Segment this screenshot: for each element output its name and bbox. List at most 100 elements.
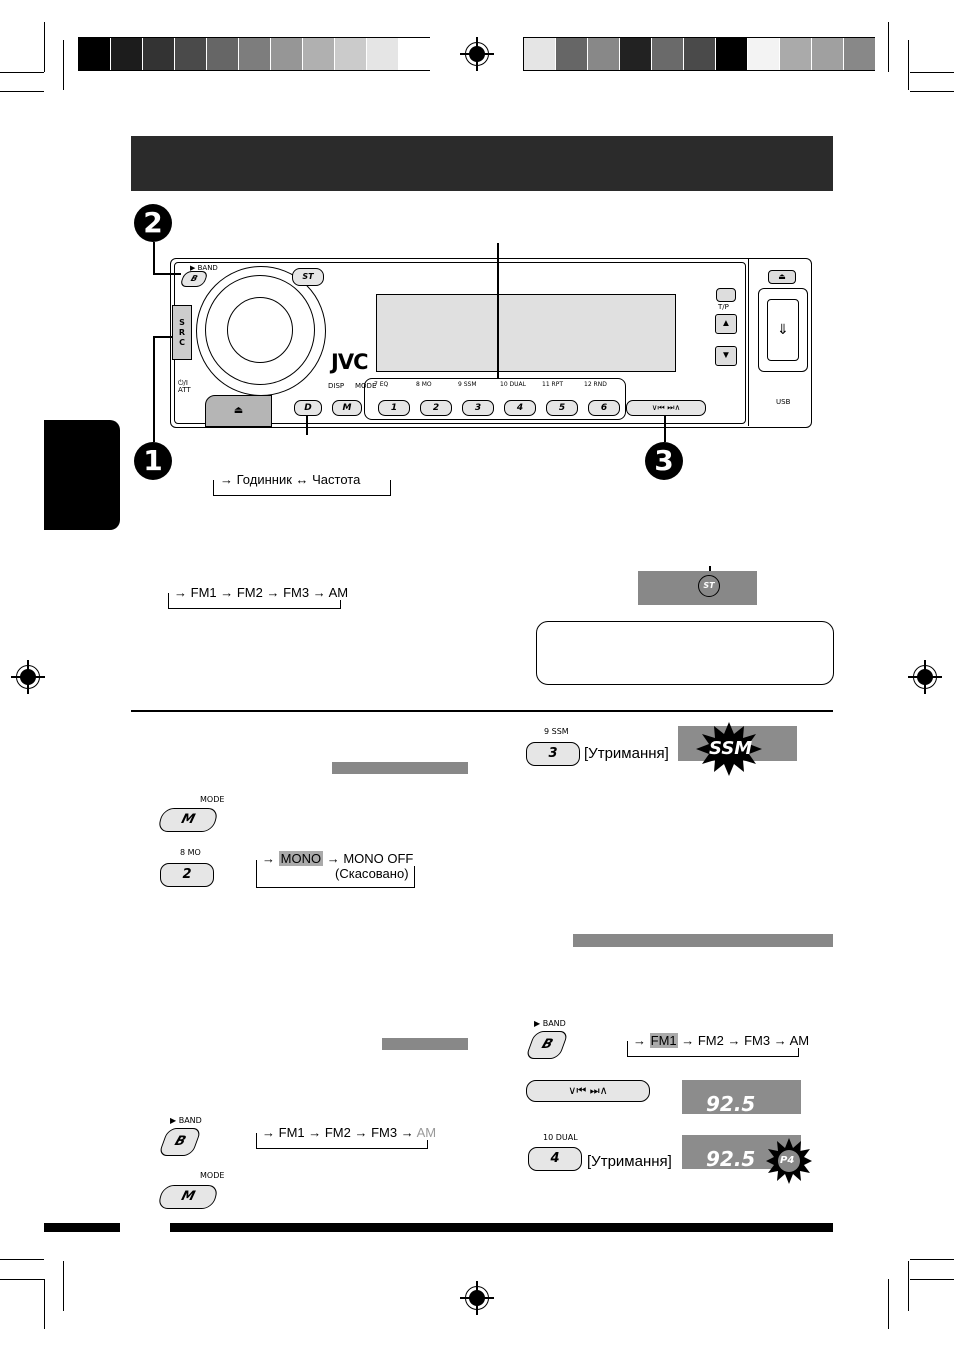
band-button[interactable]: B [157, 1128, 203, 1156]
callout-line [664, 415, 666, 442]
clock-cycle-frame [213, 480, 391, 496]
swatch [303, 38, 334, 70]
preset-label: 11 RPT [542, 381, 563, 388]
detach-button[interactable]: ⏏ [205, 395, 272, 427]
tp-label: T/P [718, 303, 729, 311]
swatch [271, 38, 302, 70]
clock-cycle: → Годинник ↔ Частота [218, 472, 363, 487]
band-button[interactable]: B [524, 1031, 570, 1059]
callout-line [153, 336, 155, 442]
usb-label: USB [776, 398, 791, 406]
crop-mark [0, 1279, 44, 1280]
preset-button-4[interactable]: 4 [504, 400, 536, 416]
preset-group [364, 378, 626, 420]
preset-burst-icon [766, 1138, 812, 1184]
swatch [335, 38, 366, 70]
st-display [638, 571, 757, 605]
volume-knob[interactable] [196, 266, 326, 396]
panel-divider [748, 258, 749, 426]
registration-mark [460, 37, 494, 71]
att-label: ⏻/I ATT [178, 379, 191, 394]
down-button[interactable]: ▼ [715, 346, 737, 366]
src-button[interactable]: S R C [172, 305, 192, 360]
eject-button[interactable]: ⏏ [768, 270, 796, 284]
swatch [844, 38, 875, 70]
hold-label: [Утримання] [584, 745, 669, 762]
band-cycle-frame [256, 1133, 428, 1149]
swatch [524, 38, 555, 70]
preset-label: 7 EQ [374, 381, 389, 388]
callout-line [153, 273, 181, 275]
note-box [536, 621, 834, 685]
preset-button-6[interactable]: 6 [588, 400, 620, 416]
crop-mark [910, 1259, 954, 1260]
usb-port[interactable]: ⇓ [758, 288, 808, 372]
crop-mark [63, 1261, 64, 1311]
swatch [79, 38, 110, 70]
swatch [111, 38, 142, 70]
preset-label: 9 SSM [458, 381, 477, 388]
preset-4-button[interactable]: 4 [528, 1147, 582, 1171]
swatch [780, 38, 811, 70]
step-3-icon: 3 [645, 442, 683, 480]
callout-line [497, 243, 499, 378]
preset-2-button[interactable]: 2 [160, 863, 214, 887]
band-label: ▶ BAND [190, 264, 218, 272]
preset-button-3[interactable]: 3 [462, 400, 494, 416]
preset-button-1[interactable]: 1 [378, 400, 410, 416]
crop-mark [44, 22, 45, 72]
footer-bar-left [44, 1223, 120, 1232]
lcd-display [376, 294, 676, 372]
heading-bar [573, 934, 833, 947]
mode-label: MODE [200, 795, 225, 804]
swatch [175, 38, 206, 70]
seek-button[interactable]: ∨⏮ ⏭∧ [626, 400, 706, 416]
seek-button[interactable]: ∨⏮ ⏭∧ [526, 1080, 650, 1102]
preset-button-5[interactable]: 5 [546, 400, 578, 416]
mode-button[interactable]: M [156, 1185, 220, 1209]
swatch [684, 38, 715, 70]
band-cycle: → FM1 → FM2 → FM3 → AM [631, 1033, 812, 1048]
swatch [399, 38, 430, 70]
crop-mark [908, 40, 909, 90]
m-button[interactable]: M [332, 400, 362, 416]
band-cycle: → FM1 → FM2 → FM3 → AM [172, 585, 351, 600]
step-2-icon: 2 [134, 204, 172, 242]
swatch [716, 38, 747, 70]
mode-label: MODE [355, 382, 377, 390]
preset-label: 8 MO [416, 381, 432, 388]
preset-3-button[interactable]: 3 [526, 742, 580, 766]
mode-button[interactable]: M [156, 808, 220, 832]
crop-mark [888, 22, 889, 72]
ssm-text: SSM [709, 738, 753, 759]
crop-mark [910, 1279, 954, 1280]
section-divider [131, 710, 833, 712]
freq-display: 92.5 [682, 1080, 801, 1116]
swatch [748, 38, 779, 70]
swatch [588, 38, 619, 70]
tp-button[interactable] [716, 288, 736, 302]
crop-mark [908, 1261, 909, 1311]
preset-button-2[interactable]: 2 [420, 400, 452, 416]
st-button[interactable]: ST [292, 268, 324, 286]
header-bar [131, 136, 833, 191]
swatch [207, 38, 238, 70]
cancelled-label: (Скасовано) [335, 866, 409, 881]
crop-mark [888, 1279, 889, 1329]
registration-mark [11, 660, 45, 694]
ssm-label: 9 SSM [544, 727, 569, 736]
band-label: ▶ BAND [534, 1019, 566, 1028]
swatch [620, 38, 651, 70]
preset-number: P4 [780, 1155, 795, 1166]
swatch [812, 38, 843, 70]
swatch [556, 38, 587, 70]
preset-label: 10 DUAL [500, 381, 527, 388]
registration-mark [460, 1281, 494, 1315]
up-button[interactable]: ▲ [715, 314, 737, 334]
d-button[interactable]: D [294, 400, 322, 416]
heading-bar [332, 762, 468, 774]
dual-label: 10 DUAL [543, 1133, 578, 1142]
registration-mark [908, 660, 942, 694]
swatch [239, 38, 270, 70]
crop-mark [910, 72, 954, 73]
